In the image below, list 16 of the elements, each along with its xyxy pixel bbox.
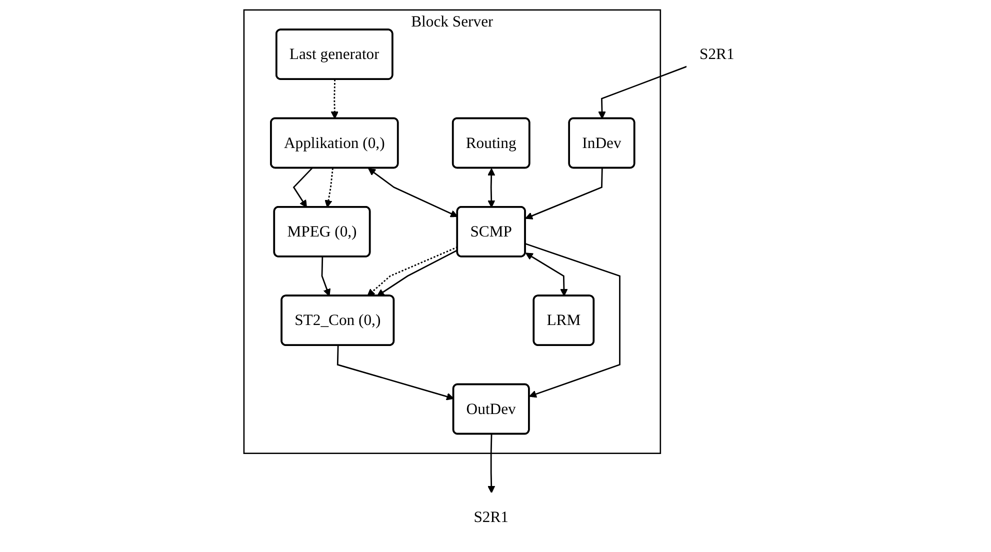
arrow [525, 243, 620, 398]
arrow [487, 434, 496, 494]
arrow [292, 168, 312, 208]
arrow [321, 256, 330, 296]
arrow [487, 168, 496, 208]
arrow [336, 346, 454, 400]
node-text: S2R1 [699, 45, 734, 63]
arrow [330, 79, 338, 119]
arrow [324, 168, 334, 208]
arrow [366, 246, 458, 296]
arrow [376, 250, 458, 296]
arrow [368, 168, 458, 218]
arrow [525, 252, 568, 296]
arrow [598, 66, 687, 119]
node-text: S2R1 [474, 508, 508, 526]
arrow [524, 168, 603, 220]
